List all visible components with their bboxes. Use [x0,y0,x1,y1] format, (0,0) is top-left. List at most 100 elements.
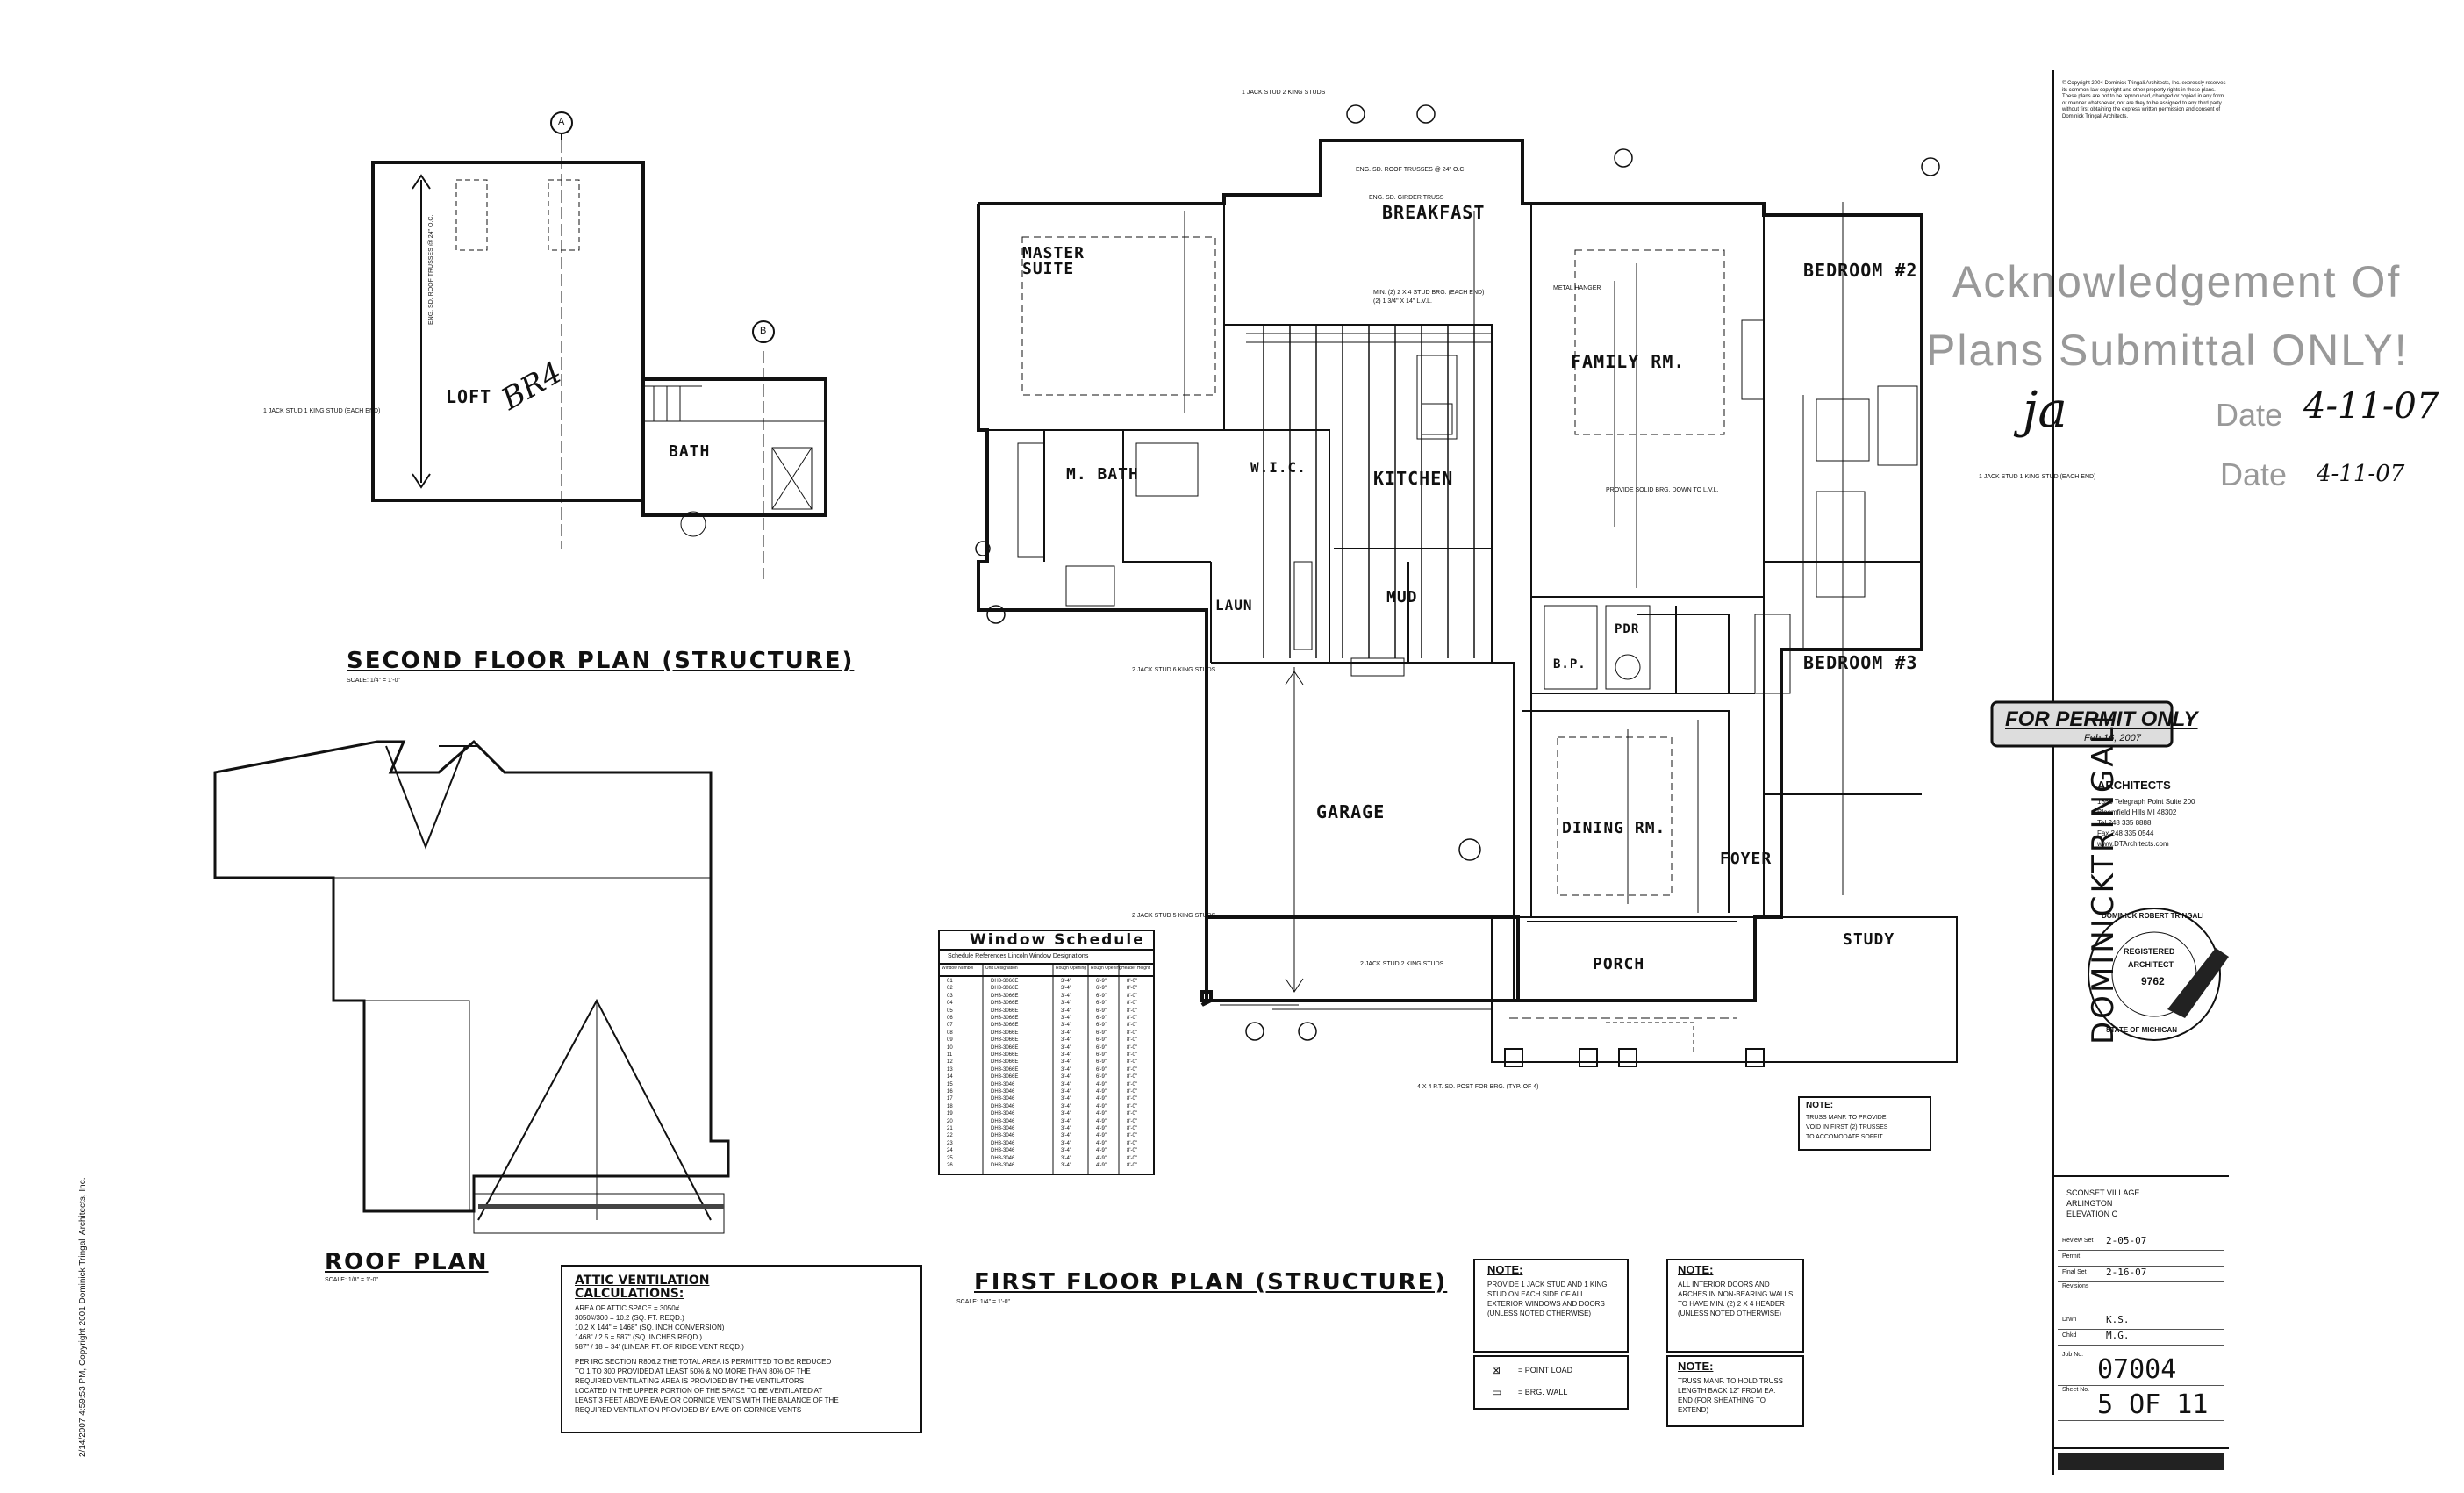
window-schedule-cell: 3'-4" [1061,1163,1071,1168]
stamp-initials: ja [2023,382,2067,439]
ff-note-lvl: (2) 1 3/4" X 14" L.V.L. [1373,298,1432,305]
title-block-divider [2058,1329,2224,1330]
window-schedule-cell: 8'-0" [1127,1163,1137,1168]
ff-note-truss-breakfast: ENG. SD. ROOF TRUSSES @ 24" O.C. [1356,167,1466,173]
window-schedule-cell: 8'-0" [1127,1133,1137,1139]
note2-line: ALL INTERIOR DOORS AND [1678,1281,1770,1288]
window-schedule-cell: 3'-4" [1061,1030,1071,1036]
firm-address-line: Bloomfield Hills MI 48302 [2097,808,2177,816]
window-schedule-header: Rough Opening Height [1091,966,1122,971]
window-schedule-cell: DH3-3046 [991,1140,1015,1146]
room-label-bath: BATH [669,442,711,461]
window-schedule-cell: 6'-9" [1096,1059,1107,1066]
seal-line: ARCHITECT [2128,960,2174,969]
window-schedule-cell: 3'-4" [1061,1111,1071,1117]
window-schedule-cell: 24 [947,1148,953,1154]
window-schedule-cell: 8'-0" [1127,1052,1137,1058]
window-schedule-cell: 8'-0" [1127,1081,1137,1087]
stamp-ack-line2: Plans Submittal ONLY! [1926,326,2409,375]
window-schedule-cell: 22 [947,1133,953,1139]
window-schedule-cell: DH3-3066E [991,1030,1019,1036]
window-schedule-cell: 6'-9" [1096,979,1107,984]
first-floor-scale: SCALE: 1/4" = 1'-0" [956,1299,1010,1305]
window-schedule-cell: 8'-0" [1127,1089,1137,1095]
window-schedule-cell: 19 [947,1111,953,1117]
title-block-value: 2-05-07 [2106,1235,2147,1246]
note2-line: TO HAVE MIN. (2) 2 X 4 HEADER [1678,1300,1785,1308]
window-schedule-cell: 06 [947,1016,953,1021]
window-schedule-cell: 8'-0" [1127,1126,1137,1131]
note2-line: (UNLESS NOTED OTHERWISE) [1678,1310,1782,1317]
window-schedule-cell: 6'-9" [1096,1023,1107,1029]
window-schedule-cell: 4'-9" [1096,1140,1107,1146]
window-schedule-cell: DH3-3066E [991,1023,1019,1029]
note4-title: NOTE: [1806,1101,1834,1110]
window-schedule-cell: DH3-3046 [991,1163,1015,1168]
seal-line: DOMINICK ROBERT TRINGALI [2102,912,2204,920]
note-jack-2nd: 1 JACK STUD 1 KING STUD (EACH END) [263,408,381,414]
window-schedule-cell: 8'-0" [1127,1030,1137,1036]
attic-line: REQUIRED VENTILATION PROVIDED BY EAVE OR… [575,1406,802,1414]
project-line: ARLINGTON [2066,1199,2113,1208]
window-schedule-cell: DH3-3046 [991,1111,1015,1117]
window-schedule-cell: 3'-4" [1061,1059,1071,1066]
ff-note-solid-brg: PROVIDE SOLID BRG. DOWN TO L.V.L. [1606,487,1719,493]
window-schedule-cell: 8'-0" [1127,1118,1137,1124]
seal-line: 9762 [2141,975,2165,987]
window-schedule-cell: 3'-4" [1061,1089,1071,1095]
window-schedule-cell: 4'-9" [1096,1133,1107,1139]
window-schedule-cell: 6'-9" [1096,1016,1107,1021]
note1-line: PROVIDE 1 JACK STUD AND 1 KING [1487,1281,1608,1288]
room-label-foyer: FOYER [1720,850,1773,868]
window-schedule-cell: 18 [947,1103,953,1109]
window-schedule-cell: 8'-0" [1127,979,1137,984]
window-schedule-cell: 4'-9" [1096,1096,1107,1102]
window-schedule-cell: 6'-9" [1096,993,1107,999]
window-schedule-cell: 01 [947,979,953,984]
window-schedule-cell: 8'-0" [1127,1103,1137,1109]
window-schedule-cell: 12 [947,1059,953,1066]
window-schedule-cell: 3'-4" [1061,1008,1071,1014]
note3-title: NOTE: [1678,1360,1714,1373]
window-schedule-cell: 8'-0" [1127,1096,1137,1102]
first-floor-title: FIRST FLOOR PLAN (STRUCTURE) [974,1269,1448,1296]
note4-line: TO ACCOMODATE SOFFIT [1806,1134,1883,1140]
window-schedule-cell: 6'-9" [1096,1066,1107,1073]
window-schedule-cell: 3'-4" [1061,1096,1071,1102]
title-block-value: M.G. [2106,1330,2130,1341]
attic-title: ATTIC VENTILATION CALCULATIONS: [575,1274,710,1302]
window-schedule-cell: DH3-3046 [991,1148,1015,1154]
window-schedule-cell: 3'-4" [1061,1126,1071,1131]
legend-point-load-label: = POINT LOAD [1518,1366,1573,1375]
window-schedule-cell: 6'-9" [1096,1052,1107,1058]
window-schedule-cell: DH3-3066E [991,993,1019,999]
room-label-garage: GARAGE [1316,801,1386,822]
window-schedule-cell: 8'-0" [1127,1023,1137,1029]
window-schedule-cell: 13 [947,1066,953,1073]
window-schedule-cell: 8'-0" [1127,986,1137,992]
window-schedule-cell: 3'-4" [1061,1052,1071,1058]
window-schedule-cell: 03 [947,993,953,999]
ff-note-post: 4 X 4 P.T. SD. POST FOR BRG. (TYP. OF 4) [1417,1084,1539,1090]
window-schedule-cell: 6'-9" [1096,1037,1107,1044]
window-schedule-cell: DH3-3046 [991,1118,1015,1124]
window-schedule-cell: 4'-9" [1096,1103,1107,1109]
window-schedule-cell: 6'-9" [1096,986,1107,992]
window-schedule-cell: 6'-9" [1096,1044,1107,1051]
window-schedule-cell: 3'-4" [1061,986,1071,992]
window-schedule-frame [938,930,1155,1175]
window-schedule-cell: 23 [947,1140,953,1146]
window-schedule-cell: 4'-9" [1096,1148,1107,1154]
seal-line: STATE OF MICHIGAN [2106,1026,2178,1034]
stamp-permit: FOR PERMIT ONLY [2005,707,2198,731]
ff-note-hanger: METAL HANGER [1553,285,1601,291]
room-label-master-suite: MASTER SUITE [1022,244,1085,278]
attic-line: 3050#/300 = 10.2 (SQ. FT. REQD.) [575,1314,684,1322]
window-schedule-cell: 26 [947,1163,953,1168]
window-schedule-cell: 3'-4" [1061,1118,1071,1124]
firm-vertical-name: DOMINICKTRINGALI [2086,713,2121,1044]
window-schedule-cell: 8'-0" [1127,1037,1137,1044]
attic-line: TO 1 TO 300 PROVIDED AT LEAST 50% & NO M… [575,1367,811,1375]
window-schedule-cell: 8'-0" [1127,1008,1137,1014]
